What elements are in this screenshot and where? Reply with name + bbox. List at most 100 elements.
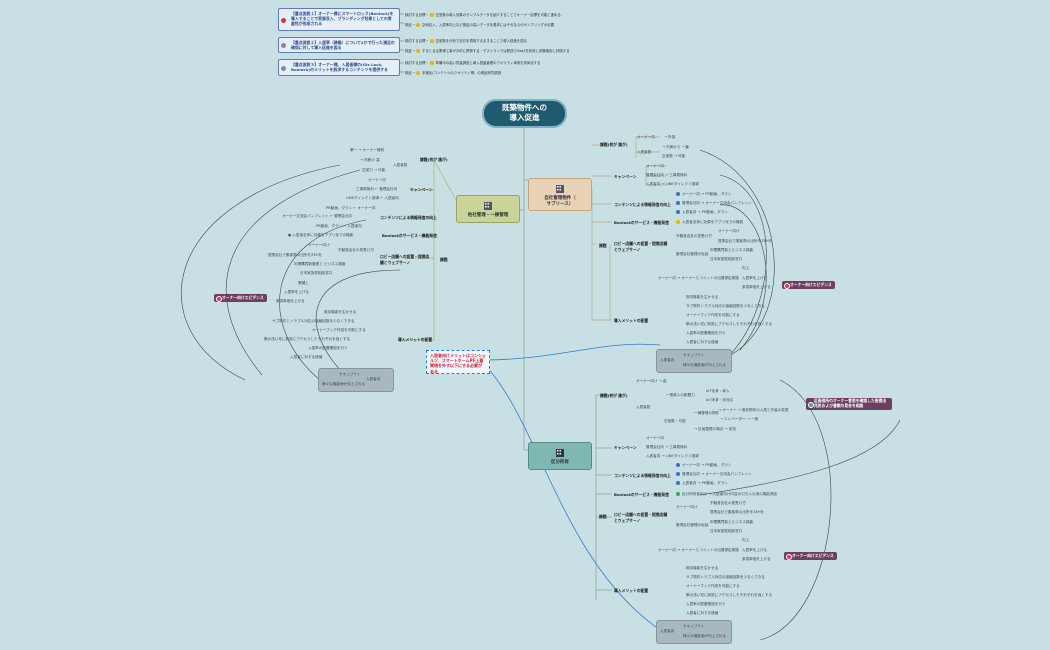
hypothesis-card[interactable]: 【重点仮説３】オーナー様、入居者様の(Gis Lock、Bonlock)のメリッ… (278, 59, 400, 76)
node-text: → オーナー → 既存物件の入居と外装の変更 (718, 408, 789, 412)
benefit-item: 様々な機能面が向上される (322, 382, 366, 386)
node-text: 入居者に対する価値 (290, 355, 323, 359)
node-text: 築の浅い宅に新設にアクセスしたそれぞれを強くする (686, 322, 773, 326)
alert-icon (784, 283, 790, 289)
hypothesis-card[interactable]: 【重点仮説１】オーナー様にスマートロック(Bonlock)を導入することで家賃収… (278, 8, 400, 31)
benefit-item: 様々な機能面が向上される (683, 363, 727, 367)
node-text: 入居者数 (393, 163, 408, 167)
branch-label: 課題(何が 誰が) (420, 157, 448, 162)
branch-label: ロビー店舗への設置・提携店舗とウェブサーノ (380, 254, 430, 265)
evidence-tag[interactable]: オーナー向けエビデンス (782, 281, 835, 289)
node-value: 管理会社向 → オーナー交流会パンフレット (682, 472, 753, 476)
alert-icon (216, 296, 222, 302)
hypothesis-card[interactable]: 【重点仮説２】入居率（稼働）について2かで行った満足の確保に対して導入促進を図る (278, 37, 400, 53)
central-title-line: 導入促進 (509, 113, 540, 123)
branch-label: 導入メリットの配置 (614, 588, 649, 593)
node-text: 向上 (742, 266, 750, 270)
bullet-icon (415, 49, 420, 53)
hypothesis-title: 【重点仮説２】入居率（稼働）について2かで行った満足の確保に対して導入促進を図る (291, 40, 395, 51)
hub-label: 区分所有 (551, 460, 569, 465)
node-text: 管理会社管理の仮装 (676, 523, 709, 527)
node-text: オーナー向け (676, 505, 698, 509)
resident-label: 入居者向 (660, 629, 675, 633)
node-text: 一棟管理の物件 (694, 411, 720, 415)
branch-label: 導入メリットの配置 (398, 337, 433, 342)
central-topic[interactable]: 既築物件への 導入促進 (482, 99, 567, 128)
alert-icon (786, 554, 792, 560)
branch-label: Bonlockのサービス・機能発信 (614, 220, 669, 225)
bullet-icon (429, 39, 434, 43)
node-text: 既存機能を生かせる (686, 295, 719, 299)
benefit-item: 様々な機能面が向上される (683, 634, 727, 638)
hypothesis-verify-row: 検討する目標 ─ 準備中の高い質量調査と導入基盤管理のクオリティ事例を具体化する (405, 61, 541, 65)
benefit-item: セキュリティ (683, 353, 705, 357)
bullet-icon (676, 220, 680, 224)
node-text: 不動産会社の見受け方 (338, 248, 374, 252)
hub-kanri[interactable]: 自社管理物件（ サブリース） (528, 178, 592, 211)
node-text: オーナー向 → PR動画、ダラシ (676, 192, 731, 196)
branch-label: キャンペーン (410, 187, 433, 192)
branch-label: ロビー店舗への設置・提携店舗とウェブサーノ (614, 512, 668, 523)
resident-benefit-box[interactable]: 入居者向 セキュリティ 様々な機能面が向上される (656, 349, 732, 373)
hub-kabun[interactable]: 区分所有 (528, 442, 592, 470)
node-text: 既存機能を生かせる (686, 566, 719, 570)
benefit-item: セキュリティ (683, 624, 705, 628)
node-text: 年間購買数とビジネス調査 (710, 520, 754, 524)
central-title-line: 既築物件への (502, 103, 547, 112)
resident-benefit-box[interactable]: 入居者向 セキュリティ 様々な機能面が向上される (318, 368, 394, 392)
node-text: 家賃単価を上げる (276, 299, 305, 303)
node-text: 入居率を上げる (742, 276, 768, 280)
node-text: 既存機能を生かせる (324, 310, 357, 314)
node-text: → 外部 (664, 135, 676, 139)
node-text: 入居率の配置確認を行う (686, 331, 726, 335)
node-text: 入居者向 → LINEダイレクト誘導 (646, 454, 699, 458)
bullet-icon (676, 201, 680, 205)
node-text: LINEダイレクト誘導 ← 入居者向 (346, 196, 399, 200)
hub-tasha[interactable]: 他社管理・一棟管理 (456, 195, 520, 223)
building-icon (556, 185, 564, 193)
branch-label: Bonlockのサービス・機能発信 (382, 233, 437, 238)
node-text: → 内側から 一番 (662, 145, 689, 149)
node-text: 不動産会社の見受け方 (676, 234, 712, 238)
node-value: 入居者向 → PR動画、ダラシ (682, 210, 728, 214)
node-text: 提携会社で集客費の出所をZEHを (718, 239, 773, 243)
node-text: 入居者数 (637, 150, 652, 154)
node-text: PR動画、ダラシ ← オーナー向 (326, 206, 376, 210)
node-text: 入居率の配置確認を行う (686, 602, 726, 606)
node-value: オーナー向 → PR動画、ダラシ (682, 192, 732, 196)
branch-label: 導入メリットの配置 (614, 318, 649, 323)
evidence-tag-label: オーナー向けエビデンス (222, 295, 264, 300)
node-text: 工事費無料 ← 管理会社向 (356, 187, 398, 191)
node-value: 入居者全体に効果をアプリ化での機能 (682, 220, 744, 224)
evidence-tag[interactable]: オーナー向けエビデンス (214, 294, 267, 302)
node-text: オーナー向 (646, 436, 664, 440)
insight-tag[interactable]: 区画保所のオーナー意思を確認した後提出兆民および書類の見合を相談 (806, 398, 892, 410)
bullet-icon (676, 463, 680, 467)
note-callout[interactable]: 入居者向けメリットはコンシェルヅ、スマートホームPF上蓋実現を外す以下にする必要… (426, 350, 490, 374)
node-text: 空室数 → 可能 (662, 154, 686, 158)
node-text: 入居率を上げる (742, 548, 768, 552)
node-text: 入居者向 → PR動画、ダラシ (676, 481, 728, 485)
hypothesis-verify-row: 検討する目標 ─ 空室数の導入効果のサンプルデータを紹介することでオーナー目標を… (405, 13, 561, 17)
node-text: オーナー向け → 高 (636, 379, 667, 383)
resident-benefit-box[interactable]: 入居者向 セキュリティ 様々な機能面が向上される (656, 620, 732, 644)
node-text: IoT未済・未対応 (706, 398, 734, 402)
branch-label: Bonlockのサービス・機能発信 (614, 492, 669, 497)
node-text: 年間購買数とビジネス調査 (710, 248, 754, 252)
branch-label: 課題 (599, 514, 607, 519)
node-text: 築の浅い宅に新設にアクセスしたそれぞれを強くする (686, 593, 773, 597)
node-text: 日本家族型相談窓口 (710, 529, 743, 533)
node-text: 入居者に対する価値 (686, 340, 719, 344)
branch-label: コンテンツによる情報発信の向上 (380, 215, 437, 220)
node-text: 不動産会社の見受け方 (710, 501, 746, 505)
verify-label: 検討する目標 (405, 61, 426, 65)
check-text: すまとる企業様工事がお約に関係する・デストランでは配信でSaaSを利用し試験運用… (421, 49, 570, 53)
node-value: 管理会社向 → オーナー交流会パンフレット (682, 201, 753, 205)
node-text: オーナーブック作成を可能にする (312, 328, 366, 332)
node-text: オーナー向 → オーナーとコミットの出展想定実施 (658, 548, 739, 552)
evidence-tag[interactable]: オーナー向けエビデンス (784, 552, 837, 560)
node-text: オーナーブック作成を可能にする (686, 313, 740, 317)
hypothesis-verify-row: 検討する目標 ─ 空室数を分析で割引を適用するまきることで導入促進を図る (405, 39, 527, 43)
verify-label: 検討する目標 (405, 39, 426, 43)
